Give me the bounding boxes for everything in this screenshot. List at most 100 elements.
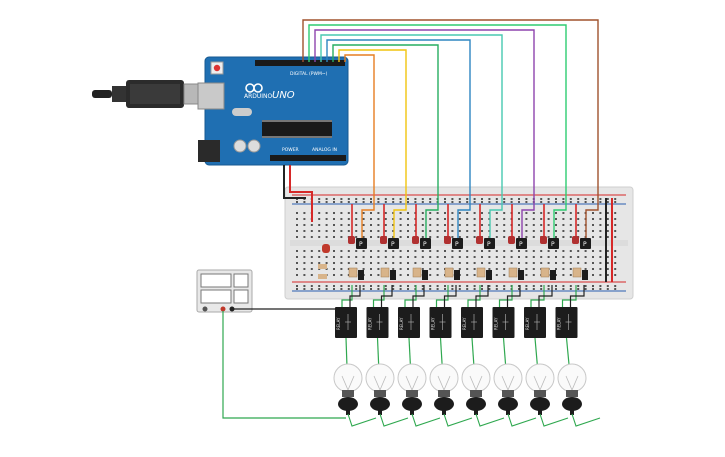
- transistor-label-8: P: [583, 241, 587, 248]
- power-wires: [283, 165, 613, 282]
- transistor-3: P: [420, 238, 431, 249]
- power-supply[interactable]: [196, 269, 253, 313]
- relay-wire-b-3: [412, 285, 425, 308]
- transistor-4: P: [452, 238, 463, 249]
- signal-wire-5: [320, 34, 503, 238]
- diode-8: [582, 270, 588, 280]
- diode-4: [454, 270, 460, 280]
- transistor-1: P: [356, 238, 367, 249]
- relay-8[interactable]: RELAY: [555, 307, 578, 338]
- led-6: [508, 236, 515, 244]
- signal-wire-4: [326, 39, 471, 238]
- transistor-2: P: [388, 238, 399, 249]
- diode-7: [550, 270, 556, 280]
- relay-label-7: RELAY: [525, 317, 530, 330]
- light-bulb-5[interactable]: [461, 363, 491, 415]
- signal-wire-8: [302, 19, 599, 238]
- power-label: POWER: [282, 147, 299, 153]
- transistor-label-4: P: [455, 241, 459, 248]
- relay-wire-b-1: [349, 285, 361, 308]
- usb-port: [197, 82, 225, 110]
- light-bulb-4[interactable]: [429, 363, 459, 415]
- resistor-8: [572, 267, 582, 278]
- led-3: [412, 236, 419, 244]
- relay-1[interactable]: RELAY: [335, 307, 357, 338]
- relay-wire-a-1: [341, 285, 353, 308]
- relay-channels: P RELAY P RELAY P RELAY P RELAY P RELAY P RELAY P REL…: [222, 204, 601, 427]
- relay-label-2: RELAY: [368, 317, 373, 330]
- relay-7[interactable]: RELAY: [524, 307, 546, 338]
- resistor-2: [380, 267, 390, 278]
- diode-3: [422, 270, 428, 280]
- light-bulb-2[interactable]: [365, 363, 395, 415]
- resistor-4: [444, 267, 454, 278]
- transistor-label-3: P: [423, 241, 427, 248]
- relay-label-5: RELAY: [462, 317, 467, 330]
- relay-wire-b-6: [506, 285, 521, 308]
- relay-wire-b-5: [475, 285, 489, 308]
- diode-2: [390, 270, 396, 280]
- transistor-label-6: P: [519, 241, 523, 248]
- light-bulb-8[interactable]: [557, 363, 587, 415]
- indicator-led: [318, 244, 330, 279]
- arduino-brand: ARDUINO: [244, 93, 273, 100]
- arduino-model: UNO: [272, 90, 295, 101]
- led-5: [476, 236, 483, 244]
- resistor-5: [476, 267, 486, 278]
- arduino-uno-board[interactable]: ARDUINO UNO DIGITAL (PWM~) POWER ANALOG …: [197, 56, 349, 166]
- infinity-logo-icon: [245, 83, 263, 93]
- digital-header: [255, 60, 345, 66]
- relay-5[interactable]: RELAY: [461, 307, 483, 338]
- diode-1: [358, 270, 364, 280]
- supply-positive-wire: [222, 311, 346, 419]
- signal-wires: [302, 19, 599, 238]
- led-2: [380, 236, 387, 244]
- signal-wire-1: [344, 54, 375, 238]
- resistor-1: [348, 267, 358, 278]
- transistor-5: P: [484, 238, 495, 249]
- relay-wire-a-7: [530, 285, 545, 308]
- transistor-label-7: P: [551, 241, 555, 248]
- relay-label-3: RELAY: [399, 317, 404, 330]
- relay-label-8: RELAY: [557, 317, 562, 330]
- relay-wire-a-6: [498, 285, 513, 308]
- crystal: [232, 108, 252, 116]
- transistor-8: P: [580, 238, 591, 249]
- light-bulb-7[interactable]: [525, 363, 555, 415]
- relay-2[interactable]: RELAY: [366, 307, 389, 338]
- relay-wire-b-4: [443, 285, 457, 308]
- resistor-3: [412, 267, 422, 278]
- ground-return-wires: [347, 413, 601, 427]
- capacitor-2: [247, 139, 261, 153]
- light-bulb-3[interactable]: [397, 363, 427, 415]
- relay-6[interactable]: RELAY: [492, 307, 515, 338]
- relay-3[interactable]: RELAY: [398, 307, 420, 338]
- relay-label-4: RELAY: [431, 317, 436, 330]
- digital-header-label: DIGITAL (PWM~): [290, 71, 328, 77]
- relay-wire-b-2: [380, 285, 393, 308]
- power-jack: [198, 140, 220, 162]
- relay-wire-b-7: [538, 285, 553, 308]
- signal-wire-7: [308, 24, 567, 238]
- relay-4[interactable]: RELAY: [429, 307, 452, 338]
- light-bulb-6[interactable]: [493, 363, 523, 415]
- reset-icon: [213, 64, 221, 72]
- transistor-label-1: P: [359, 241, 363, 248]
- relay-wire-a-5: [467, 285, 481, 308]
- power-analog-header: [270, 155, 346, 161]
- led-7: [540, 236, 547, 244]
- relay-wire-a-4: [435, 285, 449, 308]
- analog-label: ANALOG IN: [312, 147, 337, 153]
- diode-6: [518, 270, 524, 280]
- resistor-6: [508, 267, 518, 278]
- resistor-7: [540, 267, 550, 278]
- led-4: [444, 236, 451, 244]
- led-8: [572, 236, 579, 244]
- relay-wire-a-2: [372, 285, 385, 308]
- relay-wire-b-8: [569, 285, 585, 308]
- signal-wire-6: [314, 29, 535, 238]
- light-bulb-1[interactable]: [333, 363, 363, 415]
- capacitor-1: [233, 139, 247, 153]
- relay-label-1: RELAY: [336, 317, 341, 330]
